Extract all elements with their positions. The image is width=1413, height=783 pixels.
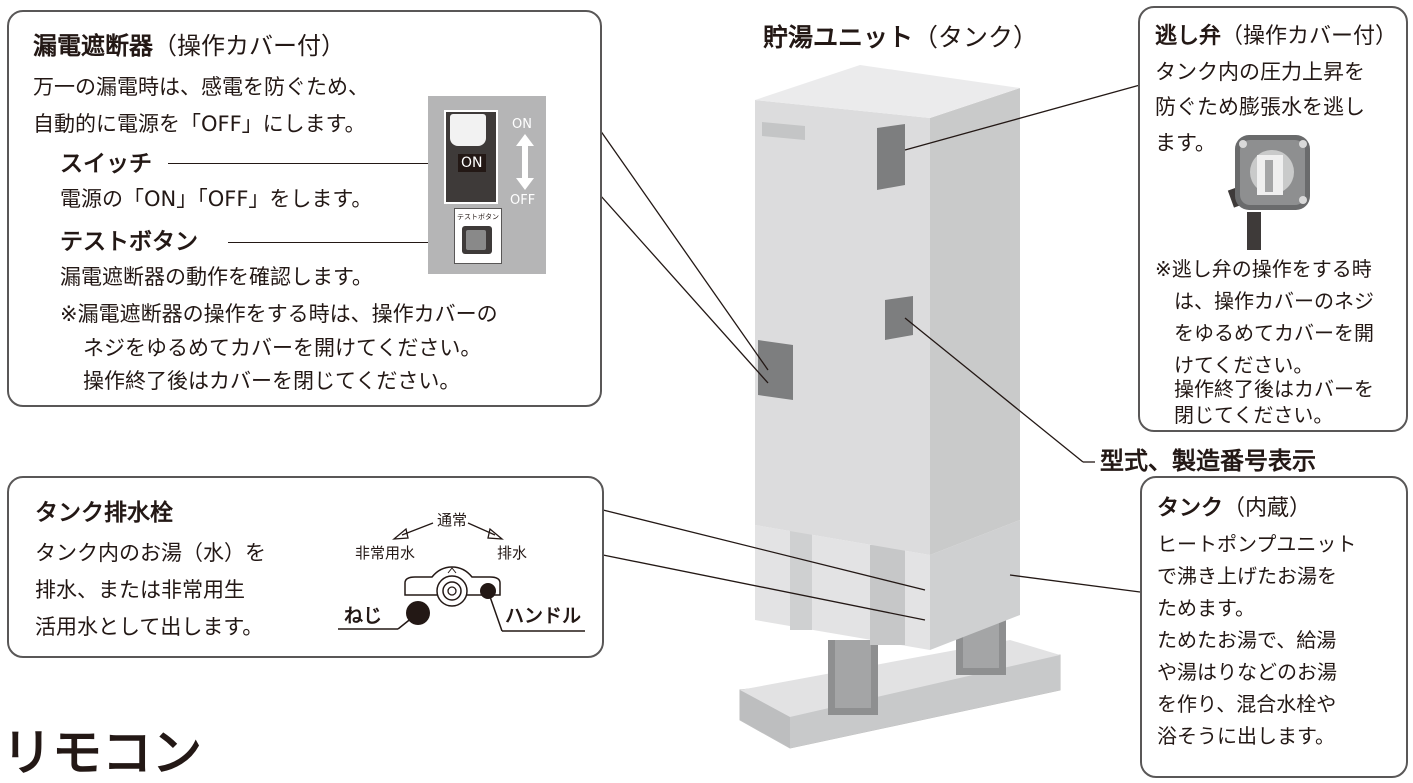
on-mark: ON [512,117,532,132]
up-down-arrow-icon [516,134,534,190]
relief-note-4: けてください。 [1174,353,1314,377]
breaker-note-1: ※漏電遮断器の操作をする時は、操作カバーの [60,302,498,326]
drain-normal-label: 通常 [437,511,468,529]
drain-emergency-label: 非常用水 [355,544,416,562]
tank-desc-1: ヒートポンプユニット [1157,532,1357,556]
drain-title: タンク排水栓 [35,500,173,526]
test-leader [228,242,453,243]
drain-callout [7,476,604,658]
breaker-note-2: ネジをゆるめてカバーを開けてください。 [83,336,482,360]
breaker-desc-2: 自動的に電源を「OFF」にします。 [33,112,366,136]
breaker-note-3: 操作終了後はカバーを閉じてください。 [83,369,461,393]
drain-desc-1: タンク内のお湯（水）を [35,541,266,565]
switch-label: スイッチ [60,151,152,177]
tank-title: タンク（内蔵） [1157,496,1312,521]
relief-valve-desc-1: タンク内の圧力上昇を [1155,60,1365,84]
test-button-face [466,230,486,250]
tank-desc-7: 浴そうに出します。 [1157,724,1335,748]
switch-desc: 電源の「ON」「OFF」をします。 [60,187,373,211]
switch-leader [168,163,458,164]
drain-drain-label: 排水 [497,544,528,562]
relief-note-3: をゆるめてカバーを開 [1174,321,1374,345]
relief-valve-title: 逃し弁（操作カバー付） [1155,24,1398,49]
tank-desc-5: や湯はりなどのお湯 [1157,660,1337,684]
relief-note-1: ※逃し弁の操作をする時 [1155,257,1372,281]
drain-desc-3: 活用水として出します。 [35,615,264,639]
relief-valve-image [1225,130,1315,250]
drain-desc-2: 排水、または非常用生 [35,578,245,602]
toggle-on-label: ON [458,154,486,172]
model-serial-label: 型式、製造番号表示 [1100,447,1316,475]
tank-callout [1140,476,1408,778]
breaker-desc-1: 万一の漏電時は、感電を防ぐため、 [33,75,369,99]
toggle-lever [450,114,486,146]
drain-valve-diagram [330,505,590,645]
tank-desc-2: で沸き上げたお湯を [1157,564,1337,588]
test-label: テストボタン [60,229,198,255]
relief-valve-callout [1138,6,1408,432]
section-heading-remote: リモコン [2,724,202,782]
relief-valve-desc-2: 防ぐため膨張水を逃し [1155,95,1365,119]
relief-note-2: は、操作カバーのネジ [1174,289,1374,313]
test-desc: 漏電遮断器の動作を確認します。 [60,265,373,289]
relief-valve-desc-3: ます。 [1155,131,1216,155]
relief-note-5: 操作終了後はカバーを [1174,377,1374,401]
off-mark: OFF [510,193,536,208]
test-button-plate-text: テストボタン [457,213,499,221]
handle-label: ハンドル [505,605,582,627]
tank-desc-6: を作り、混合水栓や [1157,692,1337,716]
breaker-title: 漏電遮断器（操作カバー付） [33,32,345,60]
tank-unit-title: 貯湯ユニット（タンク） [763,23,1039,52]
tank-desc-4: ためたお湯で、給湯 [1157,628,1337,652]
tank-desc-3: ためます。 [1157,596,1255,620]
screw-label: ねじ [344,605,383,627]
relief-note-6: 閉じてください。 [1174,403,1334,427]
